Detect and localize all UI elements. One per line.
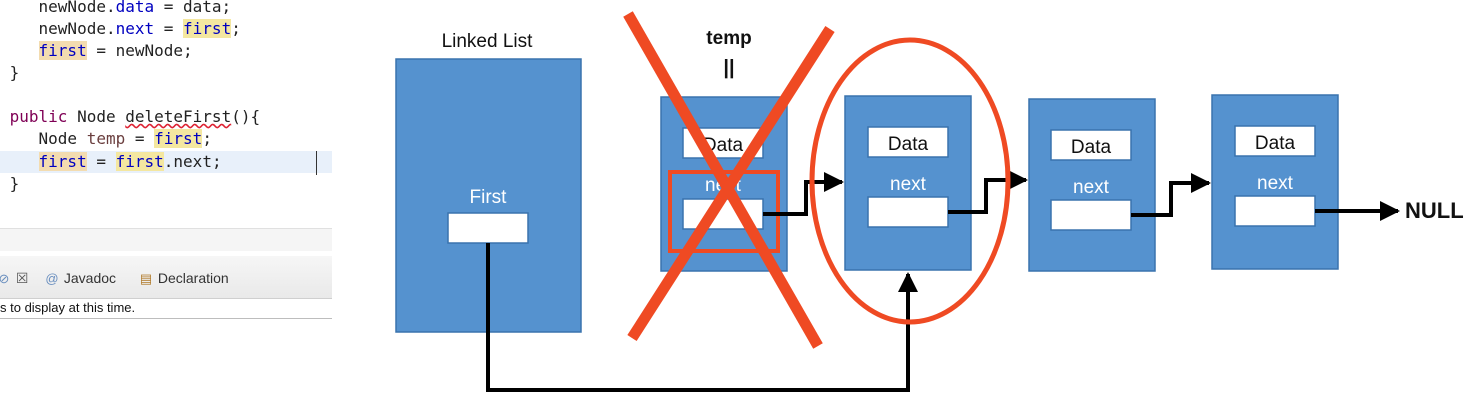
node-4: Data next xyxy=(1211,94,1339,270)
code-token: = xyxy=(154,19,184,38)
code-token: first xyxy=(115,152,164,171)
panel-empty-area xyxy=(0,319,332,417)
first-pointer-label: First xyxy=(470,187,508,208)
null-label: NULL xyxy=(1405,198,1464,223)
problems-icon: ⊘ xyxy=(0,271,10,286)
node-2-next-label: next xyxy=(890,174,927,195)
node-2-next-field xyxy=(867,196,949,228)
code-token: = data; xyxy=(154,0,232,16)
arrow-node1-to-node2 xyxy=(763,172,844,216)
code-token: newNode. xyxy=(0,19,116,38)
temp-equals-mark: || xyxy=(723,57,734,79)
editor-bottom-bar xyxy=(0,228,332,251)
node-2-data-field xyxy=(867,126,949,158)
code-line[interactable]: newNode.data = data; xyxy=(0,0,332,18)
code-token: next xyxy=(115,19,155,38)
code-editor[interactable]: newNode.data = data; newNode.next = firs… xyxy=(0,0,332,232)
code-token xyxy=(0,41,39,60)
code-line[interactable]: first = first.next; xyxy=(0,151,332,173)
tab-problems[interactable]: ⊘ ☒ xyxy=(0,268,28,288)
code-token: deleteFirst xyxy=(125,107,232,126)
code-token: first xyxy=(38,152,87,171)
temp-label: temp xyxy=(706,28,751,49)
view-tab-bar: ⊘ ☒ @ Javadoc ▤ Declaration xyxy=(0,256,332,299)
arrow-first-to-node2 xyxy=(486,243,918,392)
node-4-next-label: next xyxy=(1257,173,1294,194)
code-line[interactable]: Node temp = first; xyxy=(0,128,332,150)
code-token: ; xyxy=(202,129,212,148)
code-token: } xyxy=(0,174,20,193)
code-token: data xyxy=(115,0,155,16)
node-2: Data next xyxy=(844,95,972,271)
node-3-next-label: next xyxy=(1073,177,1110,198)
code-token: } xyxy=(0,63,20,82)
code-line[interactable]: public Node deleteFirst(){ xyxy=(0,106,332,128)
node-4-box xyxy=(1211,94,1339,270)
code-token: = xyxy=(86,152,116,171)
node-3-data-field xyxy=(1050,129,1132,161)
arrow-node3-to-node4 xyxy=(1131,173,1211,217)
node-4-data-label: Data xyxy=(1255,133,1296,154)
node-3-data-label: Data xyxy=(1071,137,1112,158)
declaration-icon: ▤ xyxy=(139,271,153,286)
node-3: Data next xyxy=(1028,98,1156,272)
tab-javadoc-label: Javadoc xyxy=(63,270,117,286)
code-token: = xyxy=(125,129,155,148)
code-token: Node xyxy=(0,129,87,148)
delete-cross-line-1 xyxy=(623,11,823,349)
code-line[interactable]: first = newNode; xyxy=(0,40,332,62)
node-2-box xyxy=(844,95,972,271)
code-token: ; xyxy=(231,19,241,38)
linked-list-diagram: Linked List First temp || Data next Data… xyxy=(332,0,1482,417)
code-line[interactable]: } xyxy=(0,173,332,195)
code-token: .next; xyxy=(163,152,222,171)
node-4-next-field xyxy=(1234,195,1316,227)
code-line[interactable]: newNode.next = first; xyxy=(0,18,332,40)
delete-cross-line-2 xyxy=(627,26,835,341)
diagram-canvas: Linked List First temp || Data next Data… xyxy=(395,11,1464,392)
node-3-box xyxy=(1028,98,1156,272)
node-2-data-label: Data xyxy=(888,134,929,155)
code-token: newNode. xyxy=(0,0,116,16)
javadoc-icon: @ xyxy=(45,271,59,286)
text-cursor-icon xyxy=(316,151,327,175)
close-icon[interactable]: ☒ xyxy=(15,270,29,286)
tab-declaration-label: Declaration xyxy=(157,270,229,286)
first-pointer-field xyxy=(447,212,529,244)
linked-list-title: Linked List xyxy=(442,31,534,52)
node-4-data-field xyxy=(1234,125,1316,157)
code-line[interactable] xyxy=(0,84,332,106)
node-1-data-label: Data xyxy=(703,135,744,156)
tab-javadoc[interactable]: @ Javadoc xyxy=(44,268,116,288)
problems-status-text: s to display at this time. xyxy=(0,300,332,319)
code-token: public xyxy=(0,107,68,126)
code-token: first xyxy=(183,19,232,38)
code-token: (){ xyxy=(231,107,261,126)
tab-declaration[interactable]: ▤ Declaration xyxy=(138,268,229,288)
code-token: first xyxy=(154,129,203,148)
new-first-circle xyxy=(809,37,1011,325)
code-line[interactable]: } xyxy=(0,62,332,84)
code-token: = newNode; xyxy=(86,41,193,60)
node-3-next-field xyxy=(1050,199,1132,231)
code-token xyxy=(0,152,39,171)
code-token: first xyxy=(38,41,87,60)
ide-panel: newNode.data = data; newNode.next = firs… xyxy=(0,0,332,417)
code-token: temp xyxy=(86,129,126,148)
code-token: Node xyxy=(67,107,126,126)
